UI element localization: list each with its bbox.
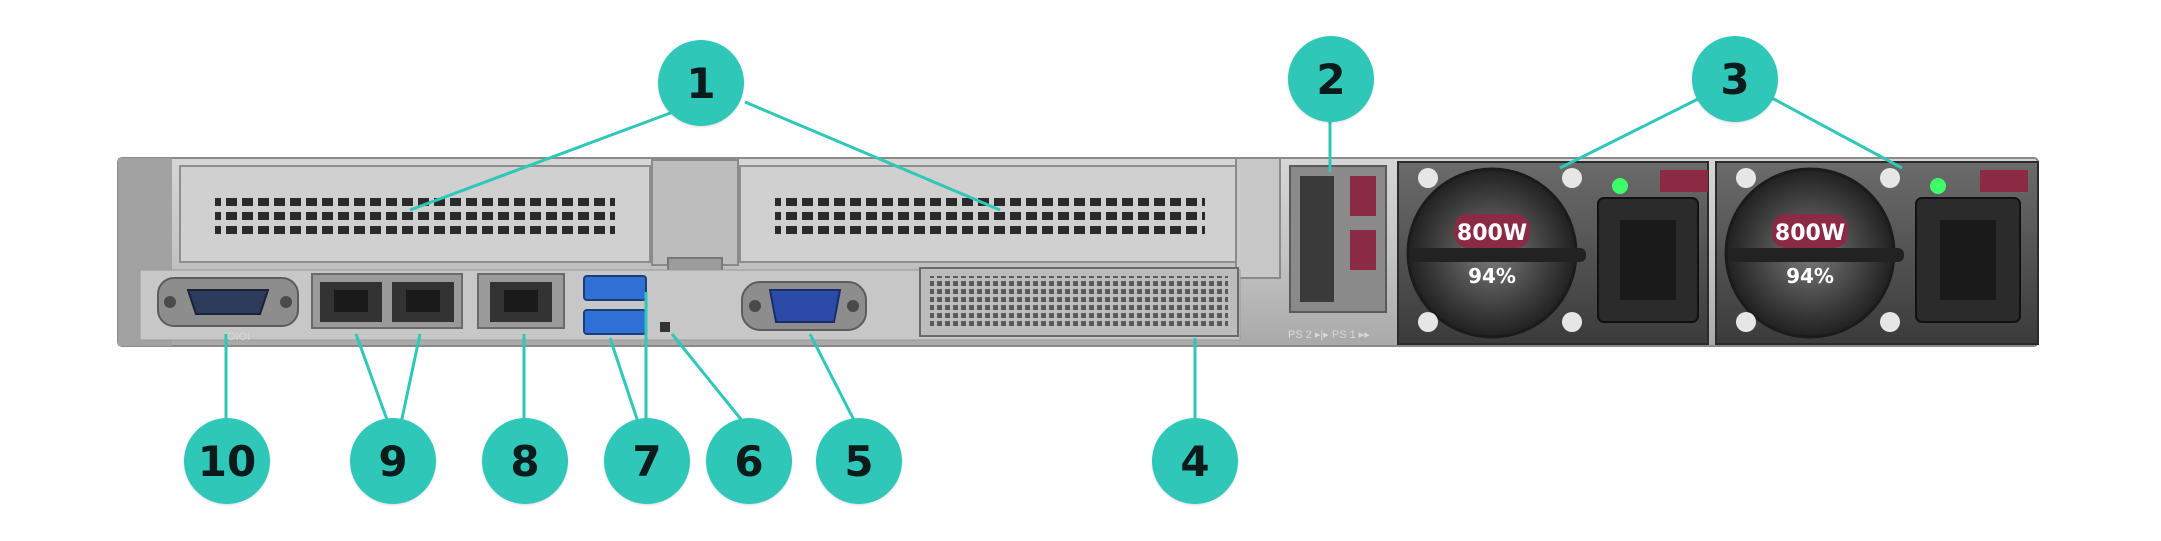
nic-ports [311, 273, 463, 329]
psu2-wattage: 800W [1775, 221, 1845, 246]
psu1-efficiency: 94% [1468, 264, 1516, 288]
callout-10: 10 [184, 418, 270, 504]
ps-bay-label: PS 2 ▸|▸ PS 1 ▸▸ [1288, 329, 1370, 341]
psu1-led [1612, 178, 1628, 194]
riser-slot-left [179, 165, 651, 263]
psu2-led [1930, 178, 1946, 194]
callout-4: 4 [1152, 418, 1238, 504]
uid-indicator [660, 322, 670, 332]
riser-slot-right [739, 165, 1241, 263]
callout-5: 5 [816, 418, 902, 504]
psu1-wattage: 800W [1457, 221, 1527, 246]
psu-bay-bracket [1235, 157, 1281, 279]
power-supply-1: 800W 94% [1397, 161, 1709, 345]
callout-2: 2 [1288, 36, 1374, 122]
psu2-efficiency: 94% [1786, 264, 1834, 288]
callout-8: 8 [482, 418, 568, 504]
serial-port [157, 277, 299, 327]
psu-bay-indicator: PS 2 ▸|▸ PS 1 ▸▸ [1288, 165, 1387, 341]
vga-port [741, 281, 867, 331]
callout-9: 9 [350, 418, 436, 504]
callout-6: 6 [706, 418, 792, 504]
usb-ports [583, 275, 647, 335]
pcie-slot [919, 267, 1239, 337]
callout-3: 3 [1692, 36, 1778, 122]
leader-lines [224, 95, 1903, 429]
ilo-port [477, 273, 565, 329]
callout-7: 7 [604, 418, 690, 504]
serial-label: IOIOI [224, 331, 250, 343]
power-supply-2: 800W 94% [1715, 161, 2039, 345]
callout-1: 1 [658, 40, 744, 126]
